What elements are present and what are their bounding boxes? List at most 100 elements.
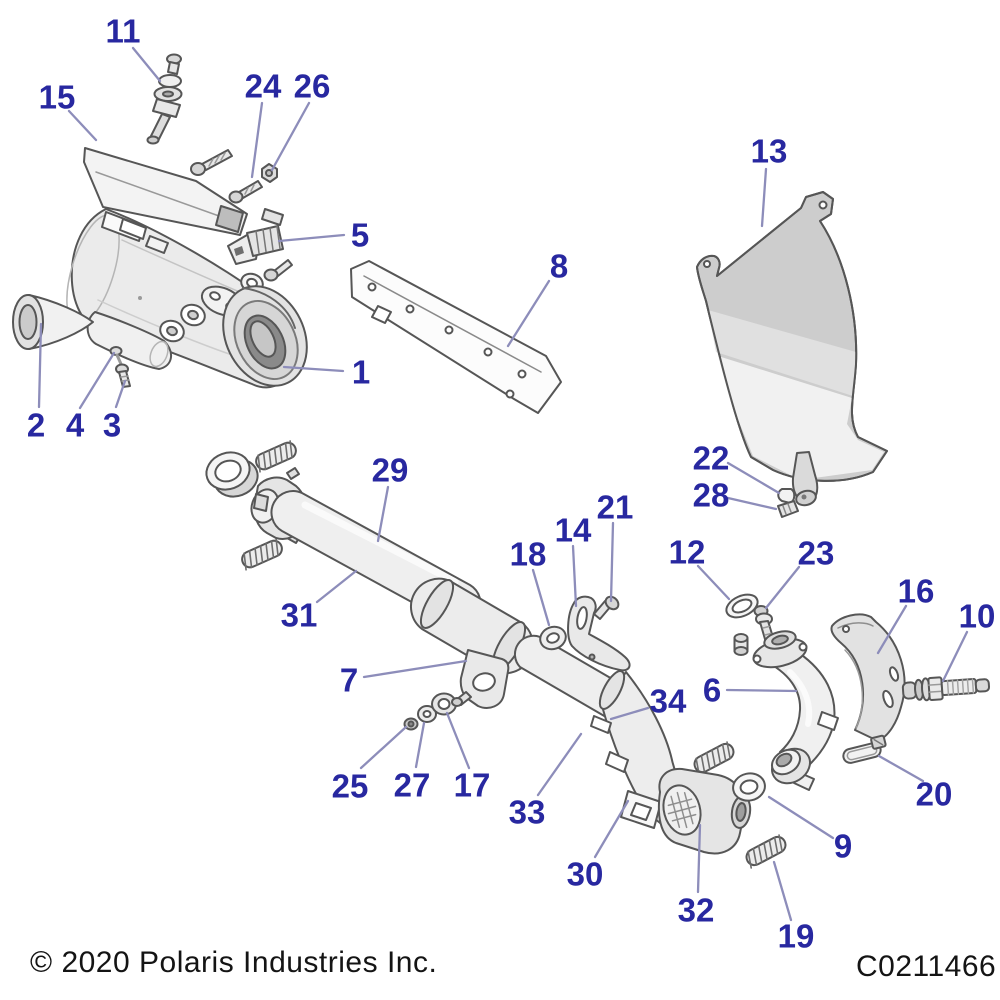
callout-24: 24 bbox=[245, 68, 282, 179]
callout-leader-27 bbox=[414, 721, 426, 769]
callout-label-33: 33 bbox=[509, 794, 546, 831]
callout-leader-9 bbox=[767, 795, 835, 840]
callout-label-12: 12 bbox=[669, 534, 706, 571]
callout-label-32: 32 bbox=[678, 892, 715, 929]
callout-leader-23 bbox=[764, 565, 801, 610]
callout-11: 11 bbox=[106, 13, 162, 83]
callout-13: 13 bbox=[751, 133, 787, 228]
callout-label-23: 23 bbox=[798, 535, 835, 572]
callout-label-25: 25 bbox=[332, 768, 369, 805]
callout-leader-24 bbox=[250, 101, 264, 179]
callout-label-19: 19 bbox=[778, 918, 815, 955]
hanger-flange bbox=[459, 649, 510, 709]
tip-screw-3 bbox=[115, 363, 131, 388]
callout-leader-7 bbox=[362, 659, 468, 679]
callout-label-24: 24 bbox=[245, 68, 282, 105]
pipe-gasket-ring bbox=[205, 451, 259, 498]
callout-label-6: 6 bbox=[703, 672, 721, 709]
callout-18: 18 bbox=[510, 536, 551, 627]
callout-1: 1 bbox=[282, 354, 370, 391]
callout-label-31: 31 bbox=[281, 597, 318, 634]
callout-label-18: 18 bbox=[510, 536, 547, 573]
callout-20: 20 bbox=[877, 754, 953, 813]
callout-leader-1 bbox=[282, 365, 345, 373]
exhaust-spring bbox=[690, 740, 738, 776]
callout-label-20: 20 bbox=[916, 776, 953, 813]
front-pipe bbox=[752, 630, 839, 791]
side-shield-plate bbox=[350, 260, 562, 414]
callout-label-29: 29 bbox=[372, 452, 409, 489]
callout-label-26: 26 bbox=[294, 68, 331, 105]
callout-4: 4 bbox=[66, 351, 116, 444]
callout-label-9: 9 bbox=[834, 828, 852, 865]
callout-leader-19 bbox=[772, 860, 793, 922]
exhaust-heat-shield bbox=[696, 191, 888, 507]
spacer-bushing bbox=[733, 633, 749, 656]
callout-leader-11 bbox=[131, 46, 162, 83]
bracket-washer bbox=[539, 625, 567, 651]
callout-27: 27 bbox=[394, 721, 431, 804]
callout-leader-15 bbox=[67, 109, 98, 142]
callout-leader-4 bbox=[78, 351, 116, 410]
callout-leader-13 bbox=[760, 167, 768, 228]
callout-leader-28 bbox=[726, 496, 778, 511]
donut-gasket bbox=[732, 772, 766, 802]
callout-label-10: 10 bbox=[959, 598, 996, 635]
callout-12: 12 bbox=[669, 534, 731, 601]
callout-17: 17 bbox=[445, 711, 491, 804]
callout-28: 28 bbox=[693, 477, 778, 514]
callout-label-17: 17 bbox=[454, 767, 491, 804]
front-pipe-shield bbox=[830, 613, 906, 742]
callout-label-5: 5 bbox=[351, 217, 369, 254]
callout-label-21: 21 bbox=[597, 489, 634, 526]
callout-label-34: 34 bbox=[650, 683, 687, 720]
callout-leader-8 bbox=[506, 279, 551, 348]
callout-8: 8 bbox=[506, 248, 568, 348]
callout-leader-5 bbox=[277, 233, 346, 243]
exhaust-tip bbox=[12, 294, 94, 350]
exhaust-spring-19 bbox=[742, 833, 790, 869]
callout-label-27: 27 bbox=[394, 767, 431, 804]
callout-6: 6 bbox=[703, 672, 798, 709]
callout-label-7: 7 bbox=[340, 662, 358, 699]
bracket-bolt bbox=[593, 595, 620, 620]
callout-leader-20 bbox=[877, 754, 925, 783]
callout-5: 5 bbox=[277, 217, 369, 254]
callout-leader-21 bbox=[609, 521, 615, 603]
callout-leader-10 bbox=[941, 630, 969, 683]
exhaust-spring bbox=[238, 537, 286, 571]
exhaust-spring bbox=[252, 439, 300, 473]
callout-leader-29 bbox=[376, 485, 390, 543]
callout-label-1: 1 bbox=[352, 354, 370, 391]
callout-30: 30 bbox=[567, 799, 630, 893]
callout-leader-17 bbox=[445, 711, 471, 770]
callout-leader-25 bbox=[359, 725, 408, 770]
callout-7: 7 bbox=[340, 659, 468, 699]
callout-label-8: 8 bbox=[550, 248, 568, 285]
callout-25: 25 bbox=[332, 725, 408, 805]
callout-16: 16 bbox=[876, 573, 934, 655]
oxygen-sensor bbox=[901, 676, 991, 702]
callout-leader-22 bbox=[726, 461, 781, 495]
callout-leader-30 bbox=[593, 799, 630, 859]
callout-leader-6 bbox=[725, 688, 798, 693]
callout-22: 22 bbox=[693, 440, 781, 495]
callout-19: 19 bbox=[772, 860, 815, 955]
muffler-bracket bbox=[227, 208, 293, 282]
callout-leader-31 bbox=[315, 569, 358, 604]
callout-14: 14 bbox=[555, 512, 592, 608]
callout-leader-14 bbox=[571, 544, 578, 608]
callout-leader-26 bbox=[270, 101, 311, 172]
callout-leader-2 bbox=[37, 322, 43, 409]
callout-21: 21 bbox=[597, 489, 634, 603]
pipe-bracket bbox=[567, 595, 631, 672]
callout-31: 31 bbox=[281, 569, 358, 634]
callout-leader-32 bbox=[696, 823, 702, 894]
callout-34: 34 bbox=[609, 683, 687, 721]
callout-2: 2 bbox=[27, 322, 45, 444]
callout-label-2: 2 bbox=[27, 407, 45, 444]
callout-26: 26 bbox=[270, 68, 331, 172]
